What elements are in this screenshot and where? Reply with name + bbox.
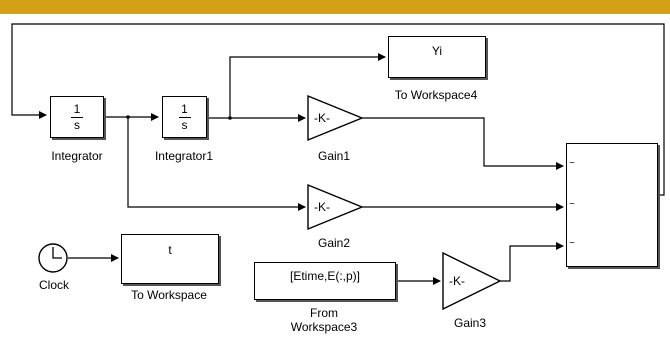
- svg-text:-K-: -K-: [314, 200, 330, 214]
- clock-label: Clock: [38, 278, 70, 292]
- branch-point: [228, 116, 232, 120]
- gain2-label: Gain2: [317, 236, 351, 250]
- wire-branch-gain2: [127, 117, 306, 211]
- to-workspace4-block[interactable]: Yi: [388, 36, 486, 78]
- mux-port-mark: ~: [569, 199, 575, 210]
- mux-port-mark: ~: [569, 238, 575, 249]
- clock-icon: [52, 247, 62, 259]
- to-workspace4-label: To Workspace4: [394, 88, 478, 102]
- mux-block[interactable]: [566, 143, 658, 267]
- clock-block[interactable]: [38, 243, 68, 273]
- from-workspace3-label: From Workspace3: [290, 306, 358, 334]
- feedback-wire: [11, 23, 665, 196]
- gain3-label: Gain3: [453, 316, 487, 330]
- to-workspace-label: To Workspace: [131, 288, 207, 302]
- gain2-block[interactable]: -K-: [307, 183, 364, 231]
- wire-gain1-mux: [362, 117, 564, 170]
- mux-port-mark: ~: [569, 158, 575, 169]
- gain1-label: Gain1: [317, 149, 351, 163]
- gain1-block[interactable]: -K-: [307, 94, 364, 142]
- to-workspace-block[interactable]: t: [121, 234, 219, 284]
- svg-text:-K-: -K-: [314, 111, 330, 125]
- integrator1-label: Integrator1: [154, 149, 214, 163]
- svg-text:-K-: -K-: [449, 274, 465, 288]
- integrator-label: Integrator: [51, 149, 103, 163]
- branch-point: [126, 115, 130, 119]
- from-workspace3-block[interactable]: [Etime,E(:,p)]: [254, 262, 396, 300]
- wire-int1-yi: [229, 53, 386, 118]
- window-title-bar: [0, 0, 670, 14]
- gain3-block[interactable]: -K-: [442, 251, 502, 311]
- wire-gain3-mux: [500, 242, 564, 282]
